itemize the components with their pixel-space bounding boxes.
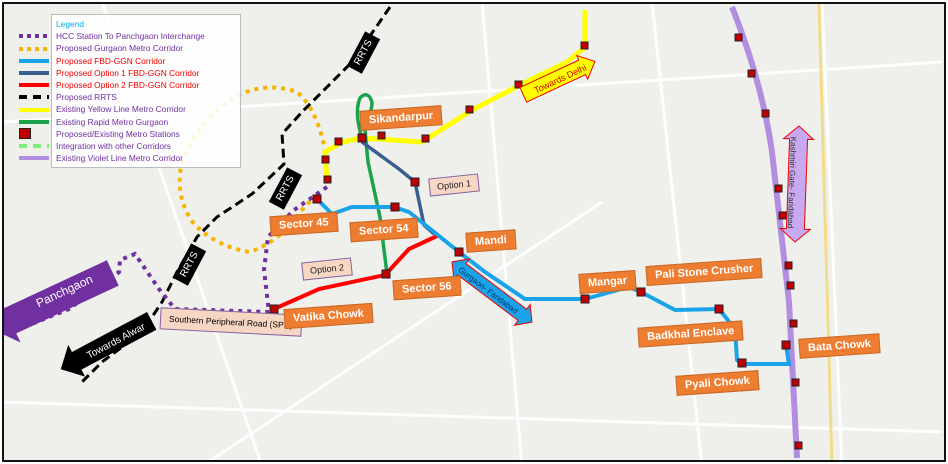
legend-item: Proposed FBD-GGN Corridor [19, 55, 236, 67]
station-label-mangar: Mangar [578, 270, 637, 294]
legend-item-label: Integration with other Corridors [56, 141, 171, 152]
legend-swatch-icon [19, 34, 49, 39]
legend-item: Proposed Option 2 FBD-GGN Corridor [19, 79, 236, 91]
violet-line [729, 5, 800, 459]
legend-swatch-icon [19, 156, 49, 161]
legend-item-label: Proposed Gurgaon Metro Corridor [56, 43, 184, 54]
highway [817, 4, 834, 460]
legend-item-label: Existing Rapid Metro Gurgaon [56, 116, 169, 127]
alwar-arrow [60, 312, 157, 377]
legend-swatch-icon [19, 46, 49, 51]
legend-item-label: Proposed Option 1 FBD-GGN Corridor [56, 67, 200, 78]
gurgaon-metro-corridor [177, 85, 329, 255]
delhi-arrow [519, 54, 596, 103]
panchgaon-arrow [4, 260, 119, 343]
legend-item: Existing Violet Line Metro Corridor [19, 152, 236, 164]
legend-swatch-icon [19, 107, 49, 112]
legend-swatch-icon [19, 95, 49, 100]
legend-item: Proposed RRTS [19, 91, 236, 103]
legend-item: Existing Yellow Line Metro Corridor [19, 103, 236, 115]
legend-item: Proposed Option 1 FBD-GGN Corridor [19, 67, 236, 79]
legend: Legend HCC Station To Panchgaon Intercha… [19, 14, 241, 169]
legend-item-label: Existing Yellow Line Metro Corridor [56, 104, 186, 115]
legend-swatch-icon [19, 70, 49, 75]
legend-swatch-icon [19, 58, 49, 63]
legend-title: Legend [56, 19, 84, 29]
legend-swatch-icon [19, 144, 49, 149]
metro-stations [269, 33, 803, 450]
legend-item-label: Proposed Option 2 FBD-GGN Corridor [56, 80, 200, 91]
legend-item-label: Existing Violet Line Metro Corridor [56, 153, 183, 164]
legend-item: Proposed Gurgaon Metro Corridor [19, 42, 236, 54]
yellow-line [322, 10, 588, 183]
gurgaon-faridabad-arrow [451, 258, 533, 326]
legend-item: Integration with other Corridors [19, 140, 236, 152]
kashmiri-gate-arrow [779, 125, 815, 243]
legend-item: Proposed/Existing Metro Stations [19, 128, 236, 140]
legend-item-label: Proposed RRTS [56, 92, 117, 103]
legend-item: HCC Station To Panchgaon Interchange [19, 30, 236, 42]
legend-swatch-icon [19, 83, 49, 88]
legend-swatch-icon [19, 119, 49, 124]
legend-item-label: Proposed/Existing Metro Stations [56, 128, 180, 139]
legend-swatch-icon [19, 128, 31, 140]
legend-item-label: HCC Station To Panchgaon Interchange [56, 31, 205, 42]
legend-item: Existing Rapid Metro Gurgaon [19, 116, 236, 128]
station-label-mandi: Mandi [465, 229, 517, 253]
legend-item-label: Proposed FBD-GGN Corridor [56, 55, 166, 66]
